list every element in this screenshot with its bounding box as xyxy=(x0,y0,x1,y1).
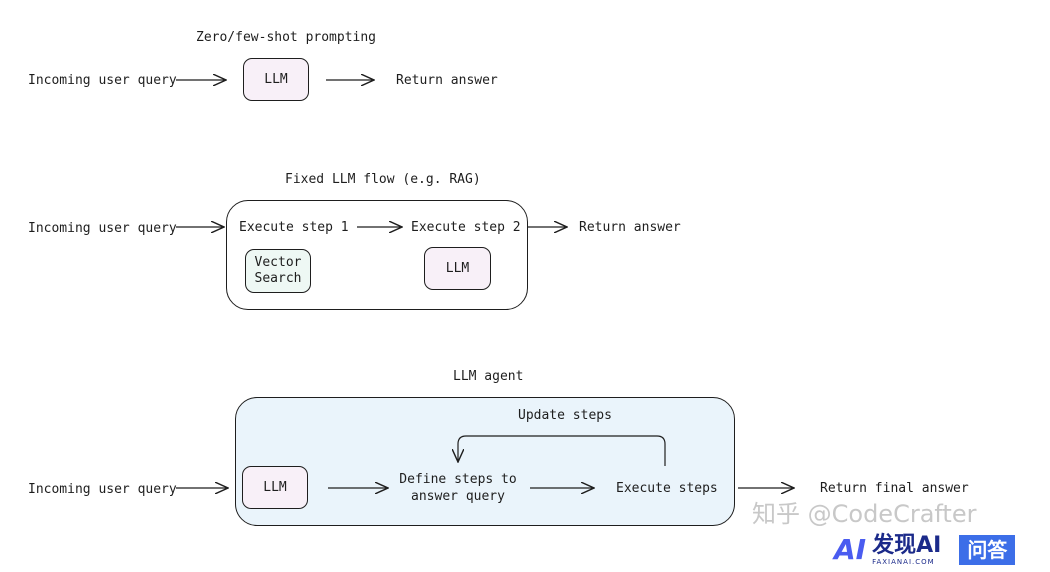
loop-arrow xyxy=(458,435,666,466)
loop-label: Update steps xyxy=(518,408,612,423)
section3-title: LLM agent xyxy=(453,369,524,384)
logo-badge: 问答 xyxy=(959,535,1016,565)
section3-input: Incoming user query xyxy=(28,482,177,497)
section3-llm-box: LLM xyxy=(242,466,308,509)
step2-label: Execute step 2 xyxy=(411,220,521,235)
ai-logo-icon: AI xyxy=(834,533,867,566)
section1-llm-box: LLM xyxy=(243,58,309,101)
section1-output: Return answer xyxy=(396,73,498,88)
logo-main: 发现AI xyxy=(872,532,942,558)
logo-sub: FAXIANAI.COM xyxy=(872,557,935,566)
section1-title: Zero/few-shot prompting xyxy=(196,30,377,45)
section3-output: Return final answer xyxy=(820,481,969,496)
section2-input: Incoming user query xyxy=(28,221,177,236)
section2-output: Return answer xyxy=(579,220,681,235)
section2-title: Fixed LLM flow (e.g. RAG) xyxy=(285,172,481,187)
watermark-text: 知乎 @CodeCrafter xyxy=(752,500,977,528)
section1-input: Incoming user query xyxy=(28,73,177,88)
define-steps-label: Define steps to answer query xyxy=(399,472,517,504)
agent-group xyxy=(235,397,735,526)
section2-llm-box: LLM xyxy=(424,247,491,290)
fixed-flow-group xyxy=(226,200,528,310)
step1-label: Execute step 1 xyxy=(239,220,349,235)
vector-search-box: Vector Search xyxy=(245,249,311,293)
execute-steps-label: Execute steps xyxy=(616,481,718,496)
